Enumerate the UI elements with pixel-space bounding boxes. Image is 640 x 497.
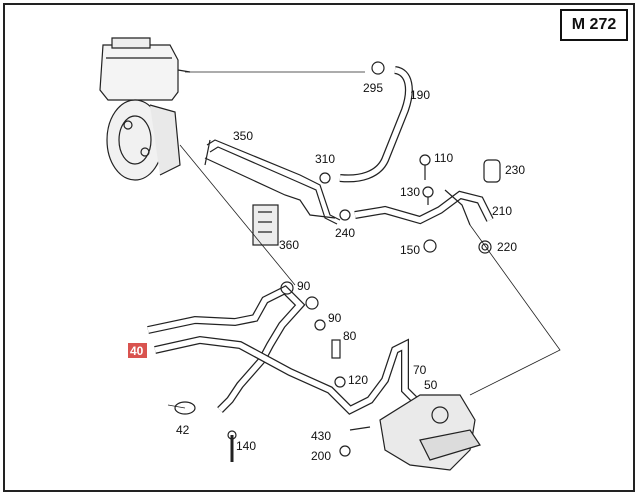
label-80[interactable]: 80	[343, 329, 357, 343]
label-110[interactable]: 110	[434, 151, 453, 165]
pump-drawing	[106, 99, 181, 181]
pipe-350-drawing	[204, 139, 341, 225]
label-150[interactable]: 150	[400, 243, 420, 257]
label-310[interactable]: 310	[315, 152, 335, 166]
label-240[interactable]: 240	[335, 226, 355, 240]
label-130[interactable]: 130	[400, 185, 420, 199]
label-42[interactable]: 42	[176, 423, 190, 437]
label-40[interactable]: 40	[130, 344, 144, 358]
part-40-highlight	[128, 343, 147, 358]
pressure-hose-drawing	[147, 281, 423, 415]
leader-lines	[167, 71, 561, 409]
model-label: M 272	[560, 9, 628, 41]
steering-gear-drawing	[379, 394, 481, 471]
label-220[interactable]: 220	[497, 240, 517, 254]
label-50[interactable]: 50	[424, 378, 438, 392]
label-140[interactable]: 140	[236, 439, 256, 453]
label-230[interactable]: 230	[505, 163, 525, 177]
label-430[interactable]: 430	[311, 429, 331, 443]
label-190[interactable]: 190	[410, 88, 430, 102]
label-90-upper[interactable]: 90	[297, 279, 311, 293]
label-120[interactable]: 120	[348, 373, 368, 387]
pipe-210-drawing	[354, 189, 494, 226]
label-295[interactable]: 295	[363, 81, 383, 95]
label-210[interactable]: 210	[492, 204, 512, 218]
label-200[interactable]: 200	[311, 449, 331, 463]
label-360[interactable]: 360	[279, 238, 299, 252]
label-350[interactable]: 350	[233, 129, 253, 143]
small-parts-drawing	[319, 154, 501, 254]
diagram-frame	[3, 3, 635, 492]
label-90-lower[interactable]: 90	[328, 311, 342, 325]
return-hose-drawing	[339, 61, 413, 183]
lower-fittings-drawing	[174, 401, 371, 462]
label-70[interactable]: 70	[413, 363, 427, 377]
reservoir-drawing	[99, 37, 191, 101]
